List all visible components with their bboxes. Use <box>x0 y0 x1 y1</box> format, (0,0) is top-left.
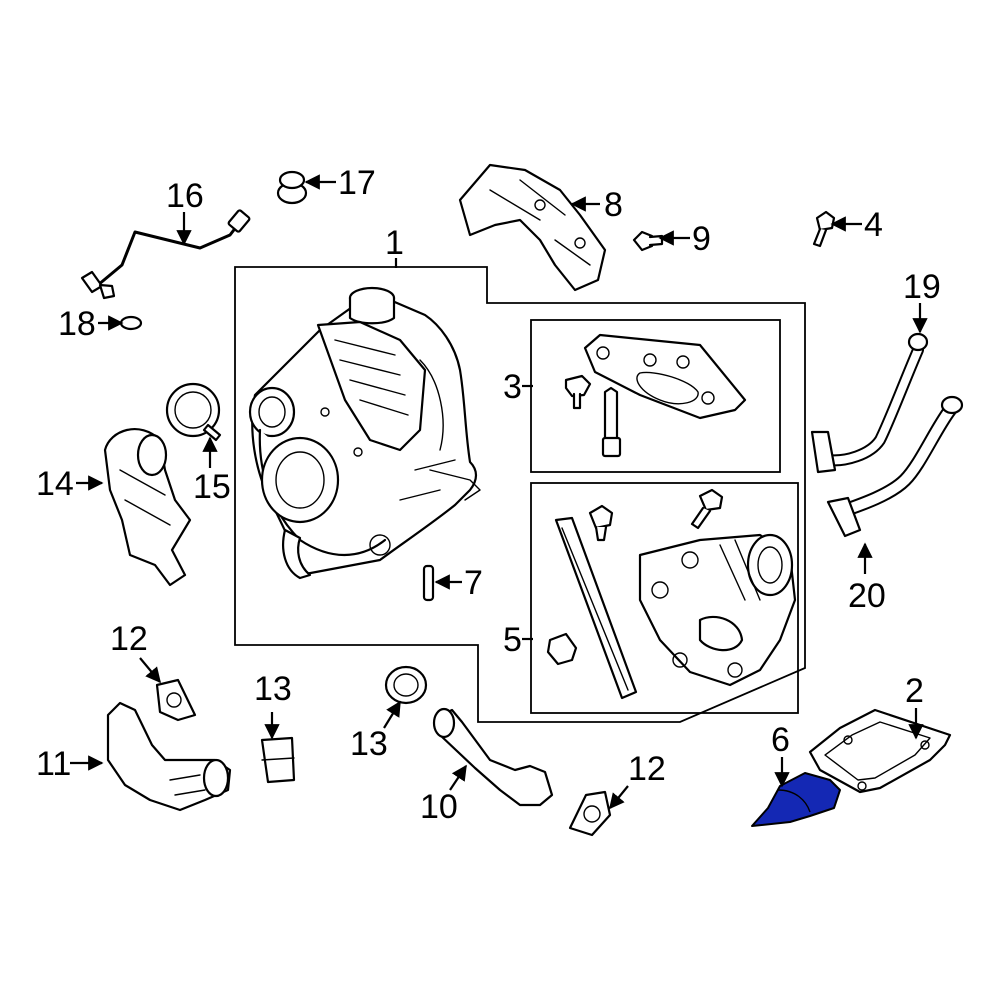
clamp-13a[interactable] <box>260 736 296 784</box>
sensor-line[interactable] <box>80 209 251 300</box>
callout-1: 1 <box>385 224 404 262</box>
callout-18: 18 <box>58 305 96 343</box>
callout-14: 14 <box>36 465 74 503</box>
gasket-12a[interactable] <box>155 678 197 722</box>
leader-10 <box>449 764 467 791</box>
actuator-bolt-b[interactable] <box>690 488 724 530</box>
callout-15: 15 <box>193 468 231 506</box>
o-ring[interactable] <box>119 315 143 331</box>
coolant-line-19[interactable] <box>810 332 929 474</box>
intake-tube[interactable] <box>103 428 192 587</box>
callout-13a: 13 <box>254 670 292 708</box>
leader-13b <box>383 700 401 729</box>
callout-10: 10 <box>420 788 458 826</box>
gasket-clip[interactable] <box>564 374 592 410</box>
callout-5: 5 <box>503 621 522 659</box>
dowel-pin[interactable] <box>422 564 435 602</box>
callout-20: 20 <box>848 577 886 615</box>
callout-3: 3 <box>503 368 522 406</box>
stud[interactable] <box>601 386 622 458</box>
actuator-housing[interactable] <box>638 533 797 687</box>
actuator-clip[interactable] <box>546 632 578 666</box>
gasket[interactable] <box>583 333 747 420</box>
turbocharger[interactable] <box>248 286 481 580</box>
gasket-12b[interactable] <box>568 790 612 837</box>
callout-8: 8 <box>604 186 623 224</box>
leader-12b <box>609 785 629 810</box>
turbo-heat-shield-highlighted[interactable] <box>751 772 841 827</box>
callout-7: 7 <box>464 564 483 602</box>
callout-2: 2 <box>905 672 924 710</box>
callout-11: 11 <box>36 745 71 783</box>
grommet[interactable] <box>276 170 308 205</box>
callout-6: 6 <box>771 721 790 759</box>
turbo-assembly-outline <box>234 266 806 723</box>
leader-12a <box>139 657 161 684</box>
actuator-rod[interactable] <box>554 516 638 700</box>
bolt-4[interactable] <box>812 210 836 248</box>
callout-9: 9 <box>692 220 711 258</box>
downpipe[interactable] <box>106 701 232 812</box>
callout-12b: 12 <box>628 750 666 788</box>
oil-return-pipe[interactable] <box>432 707 554 807</box>
gasket-kit-box <box>530 319 781 473</box>
coolant-line-20[interactable] <box>826 395 964 538</box>
actuator-bolt-a[interactable] <box>588 504 614 542</box>
callout-12a: 12 <box>110 620 148 658</box>
callout-16: 16 <box>166 177 204 215</box>
actuator-kit-box <box>530 482 799 714</box>
callout-19: 19 <box>903 268 941 306</box>
callout-13b: 13 <box>350 725 388 763</box>
callout-17: 17 <box>338 164 376 202</box>
bolt-9[interactable] <box>632 230 664 252</box>
upper-heat-shield[interactable] <box>458 163 607 292</box>
hose-clamp[interactable] <box>165 382 222 442</box>
callout-4: 4 <box>864 206 883 244</box>
clamp-13b[interactable] <box>384 665 428 705</box>
